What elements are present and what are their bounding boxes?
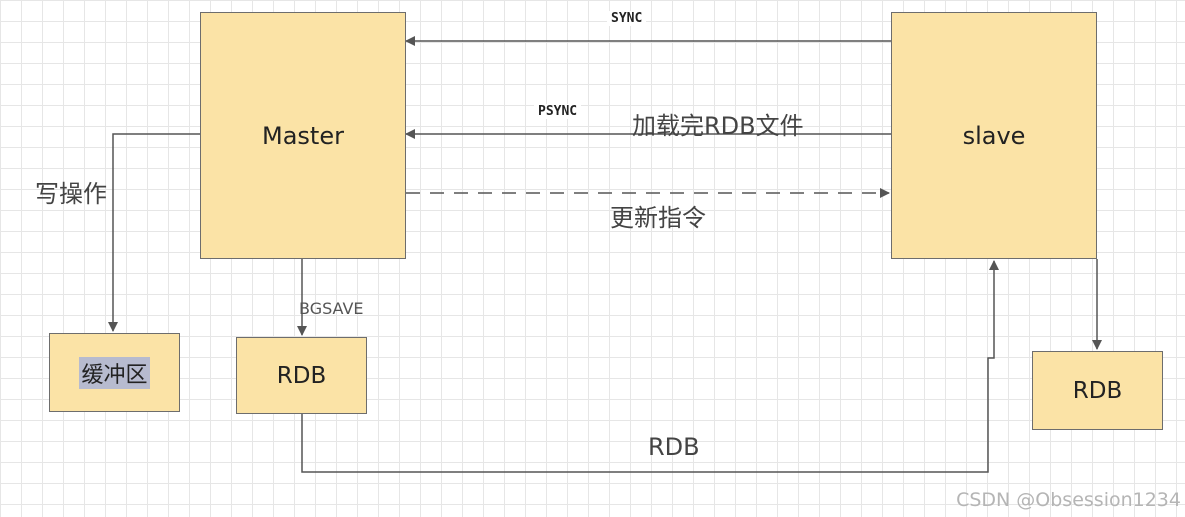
psync-label: PSYNC (534, 104, 582, 119)
sync-label: SYNC (607, 11, 647, 26)
master-rdb-label: RDB (276, 362, 327, 389)
load-rdb-done-label: 加载完RDB文件 (632, 112, 804, 140)
write-ops-label: 写操作 (35, 180, 107, 208)
csdn-watermark: CSDN @Obsession1234 (956, 489, 1181, 511)
update-command-label: 更新指令 (610, 204, 706, 232)
bgsave-label: BGSAVE (299, 299, 364, 318)
slave-rdb-label: RDB (1072, 377, 1123, 404)
slave-label: slave (962, 121, 1026, 150)
write-ops-arrow (108, 133, 200, 332)
buffer-node[interactable]: 缓冲区 (49, 333, 180, 412)
rdb-transfer-label: RDB (648, 433, 700, 461)
rdb-transfer-arrow (301, 260, 999, 473)
slave-node[interactable]: slave (891, 12, 1097, 259)
master-node[interactable]: Master (200, 12, 406, 259)
buffer-label: 缓冲区 (79, 356, 150, 389)
master-label: Master (262, 121, 344, 150)
master-rdb-node[interactable]: RDB (236, 337, 367, 414)
slave-rdb-node[interactable]: RDB (1032, 351, 1163, 430)
